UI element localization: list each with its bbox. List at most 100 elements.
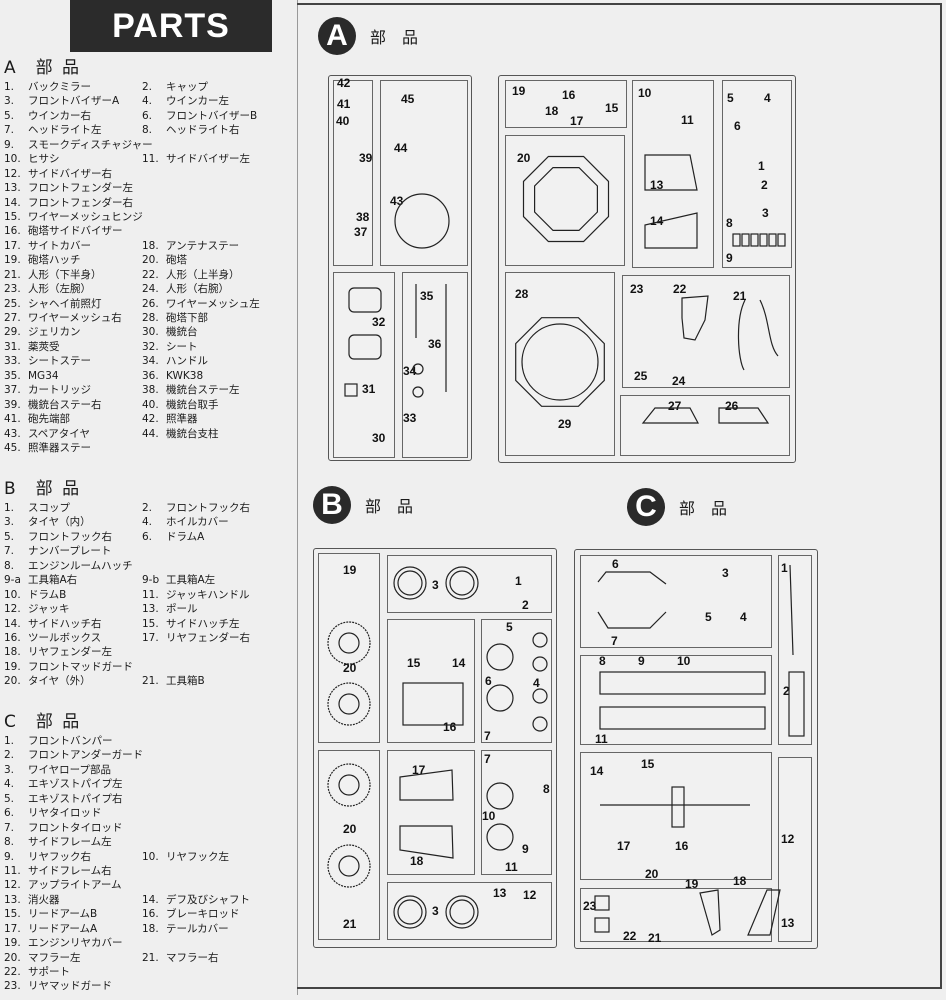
part-entry: 6.リヤタイロッド xyxy=(4,807,102,819)
part-label: 20 xyxy=(517,151,531,165)
part-number: 14. xyxy=(142,893,159,906)
part-label: 16 xyxy=(562,88,576,102)
parts-row: 22.サポート xyxy=(4,965,294,979)
part-name: マフラー右 xyxy=(166,951,219,964)
part-label: 36 xyxy=(428,337,442,351)
sprue-c-section xyxy=(778,555,812,745)
part-number: 17. xyxy=(142,631,159,644)
part-number: 12. xyxy=(4,167,21,180)
parts-row: 11.サイドフレーム右 xyxy=(4,864,294,878)
part-number: 26. xyxy=(142,297,159,310)
part-entry: 14.デフ及びシャフト xyxy=(142,893,250,907)
sprue-a-frame xyxy=(498,75,796,463)
part-entry: 11. ジャッキハンドル xyxy=(142,588,249,602)
sprue-c-frame xyxy=(574,549,818,949)
part-entry: 9.リヤフック右 xyxy=(4,851,91,863)
part-number: 9. xyxy=(4,850,15,863)
part-number: 11. xyxy=(142,588,159,601)
part-entry: 16.ツールボックス xyxy=(4,632,101,644)
part-number: 10. xyxy=(142,850,159,863)
part-entry: 11.サイドバイザー左 xyxy=(142,152,250,166)
part-name: バックミラー xyxy=(28,81,91,93)
part-name: フロントアンダーガード xyxy=(28,749,144,762)
parts-row: 6.リヤタイロッド xyxy=(4,806,294,820)
part-name: リヤマッドガード xyxy=(28,980,112,993)
part-label: 3 xyxy=(722,566,729,580)
part-entry: 3.フロントバイザーA xyxy=(4,95,119,107)
part-name: ウインカー左 xyxy=(166,95,229,108)
part-label: 5 xyxy=(705,610,712,624)
part-name: ウインカー右 xyxy=(28,109,91,122)
part-name: 砲先端部 xyxy=(28,413,70,426)
section-letter: B xyxy=(4,479,18,499)
part-entry: 10.リヤフック左 xyxy=(142,850,229,864)
part-name: フロントバンパー xyxy=(28,735,113,747)
fold-line xyxy=(297,0,298,995)
part-entry: 19.エンジンリヤカバー xyxy=(4,937,123,949)
part-entry: 42.照準器 xyxy=(142,412,198,426)
part-label: 6 xyxy=(485,674,492,688)
part-name: 照準器ステー xyxy=(28,441,91,454)
part-number: 13. xyxy=(4,893,21,906)
part-entry: 2.フロントフック右 xyxy=(142,501,250,515)
part-name: テールカバー xyxy=(166,922,229,935)
part-name: ジャッキハンドル xyxy=(166,588,250,601)
part-number: 36. xyxy=(142,369,159,382)
part-number: 3. xyxy=(4,516,15,529)
part-name: フロントフェンダー左 xyxy=(28,182,133,195)
part-entry: 6.ドラムA xyxy=(142,530,204,544)
sprue-a-section xyxy=(402,272,468,458)
part-name: MG34 xyxy=(28,369,59,382)
part-number: 8. xyxy=(4,836,15,849)
part-entry: 33.シートステー xyxy=(4,355,91,367)
part-label: 7 xyxy=(611,634,618,648)
part-label: 2 xyxy=(522,598,529,612)
sprue-b-badge: B xyxy=(313,486,351,524)
part-entry: 32.シート xyxy=(142,340,198,354)
part-entry: 28.砲塔下部 xyxy=(142,311,208,325)
part-entry: 5.ウインカー右 xyxy=(4,110,91,122)
part-entry: 43.スペアタイヤ xyxy=(4,428,90,440)
part-name: 工具箱A左 xyxy=(166,574,216,587)
parts-title: PARTS xyxy=(70,0,272,52)
section-heading-text: 部 品 xyxy=(35,479,82,499)
part-name: タイヤ（外） xyxy=(28,675,91,688)
part-label: 12 xyxy=(523,888,537,902)
part-label: 16 xyxy=(675,839,689,853)
part-name: 砲塔サイドバイザー xyxy=(28,225,123,238)
part-label: 13 xyxy=(650,178,664,192)
part-name: サイドフレーム右 xyxy=(28,864,112,877)
part-entry: 17.リヤフェンダー右 xyxy=(142,631,250,645)
part-name: ヒサシ xyxy=(28,153,60,166)
part-entry: 15.リードアームB xyxy=(4,908,97,920)
sprue-c-section xyxy=(580,555,772,648)
part-number: 38. xyxy=(142,384,159,397)
part-entry: 16.ブレーキロッド xyxy=(142,907,240,921)
part-label: 22 xyxy=(623,929,637,943)
part-label: 38 xyxy=(356,210,370,224)
part-entry: 24.人形（右腕） xyxy=(142,282,229,296)
sprue-a-heading: 部 品 xyxy=(370,28,419,47)
sprue-a-section xyxy=(333,80,373,266)
part-name: スモークディスチャジャー xyxy=(28,138,153,151)
part-label: 3 xyxy=(432,904,439,918)
part-entry: 22.人形（上半身） xyxy=(142,268,240,282)
part-entry: 39.機銃台ステー右 xyxy=(4,399,102,411)
parts-row: 20.タイヤ（外）21.工具箱B xyxy=(4,674,294,688)
part-label: 17 xyxy=(412,763,426,777)
part-label: 32 xyxy=(372,315,386,329)
part-number: 5. xyxy=(4,792,15,805)
part-name: フロントフック右 xyxy=(166,502,250,514)
part-number: 45. xyxy=(4,441,21,454)
parts-row: 7.ナンバープレート xyxy=(4,544,294,558)
part-entry: 11.サイドフレーム右 xyxy=(4,865,112,877)
part-name: ヘッドライト左 xyxy=(28,124,102,137)
part-label: 5 xyxy=(506,620,513,634)
part-entry: 1.バックミラー xyxy=(4,81,91,93)
